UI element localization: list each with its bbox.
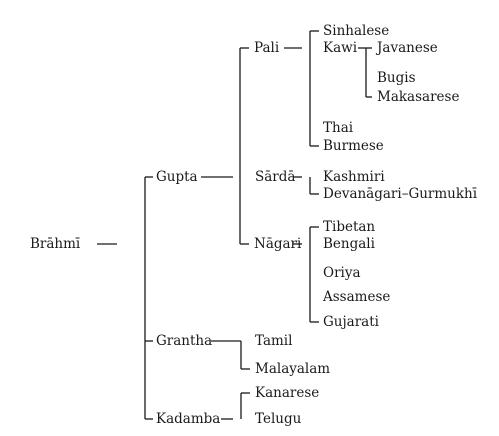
node-kadamba: Kadamba xyxy=(156,411,221,427)
node-kashmiri: Kashmiri xyxy=(323,169,385,185)
node-makasarese: Makasarese xyxy=(377,89,460,105)
node-kawi: Kawi xyxy=(323,40,358,56)
node-sinhalese: Sinhalese xyxy=(323,23,390,39)
node-malayalam: Malayalam xyxy=(255,361,331,377)
node-sarda: Sārdā xyxy=(255,169,296,185)
node-gujarati: Gujarati xyxy=(323,314,379,330)
node-devanagari-gurmukhi: Devanāgari–Gurmukhī xyxy=(323,186,478,202)
node-tamil: Tamil xyxy=(255,333,293,349)
node-brahmi: Brāhmī xyxy=(30,236,81,252)
node-nagari: Nāgari xyxy=(254,236,302,252)
node-assamese: Assamese xyxy=(323,289,391,305)
node-burmese: Burmese xyxy=(323,138,384,154)
node-thai: Thai xyxy=(323,120,354,136)
node-grantha: Grantha xyxy=(156,333,213,349)
node-gupta: Gupta xyxy=(156,169,198,185)
node-kanarese: Kanarese xyxy=(255,385,320,401)
node-javanese: Javanese xyxy=(377,40,438,56)
node-bugis: Bugis xyxy=(377,70,416,86)
node-oriya: Oriya xyxy=(323,265,361,281)
node-tibetan: Tibetan xyxy=(323,219,376,235)
node-bengali: Bengali xyxy=(323,236,375,252)
node-telugu: Telugu xyxy=(255,411,302,427)
node-pali: Pali xyxy=(254,40,280,56)
